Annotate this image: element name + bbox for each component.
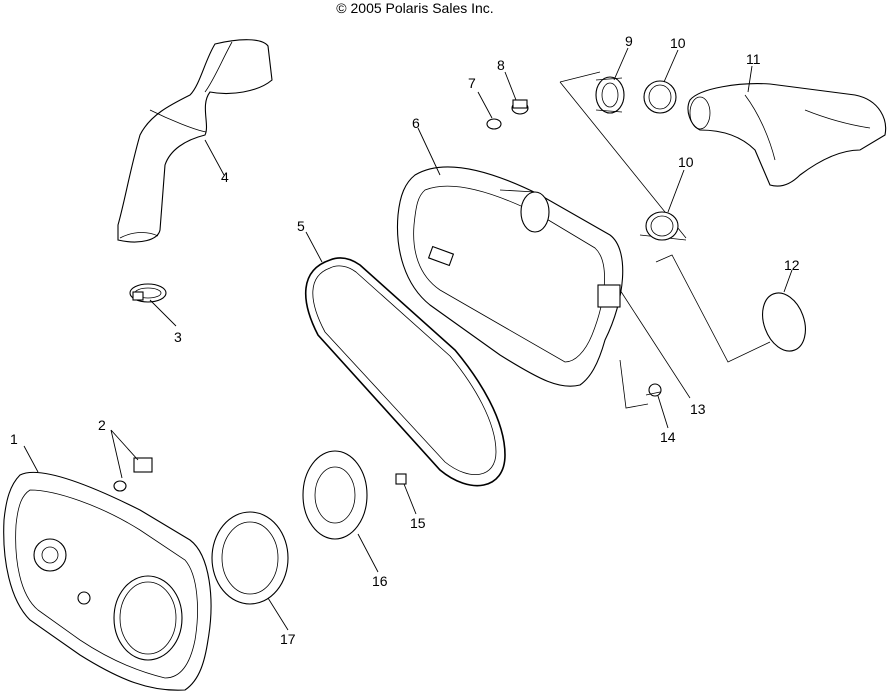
callout-4: 4 xyxy=(221,169,229,185)
part-15-bolt xyxy=(395,473,407,485)
part-14-screw xyxy=(619,359,662,409)
part-11-air-duct xyxy=(687,83,887,187)
callout-2: 2 xyxy=(98,417,106,433)
callout-12: 12 xyxy=(784,257,800,273)
part-12-seal xyxy=(762,292,806,352)
callout-15: 15 xyxy=(410,515,426,531)
part-13-leader-line xyxy=(619,289,691,399)
part-8-plug xyxy=(511,99,529,115)
part-16-plate xyxy=(302,450,368,540)
leader-lines xyxy=(23,47,793,631)
part-10-clamp-lower xyxy=(645,211,679,241)
part-17-seal-ring xyxy=(211,511,289,605)
callout-14: 14 xyxy=(660,429,676,445)
callout-13: 13 xyxy=(690,401,706,417)
callout-8: 8 xyxy=(497,57,505,73)
part-12-bracket xyxy=(655,254,771,363)
callout-16: 16 xyxy=(372,573,388,589)
callout-10-upper: 10 xyxy=(670,35,686,51)
callout-9: 9 xyxy=(625,33,633,49)
callout-7: 7 xyxy=(468,75,476,91)
callout-10-lower: 10 xyxy=(678,154,694,170)
part-10-clamp-upper xyxy=(643,80,677,114)
part-4-intake-hose xyxy=(117,39,273,243)
callout-3: 3 xyxy=(174,329,182,345)
part-5-drive-belt xyxy=(304,257,506,487)
callout-5: 5 xyxy=(297,218,305,234)
part-1-clutch-cover-inner xyxy=(3,471,212,691)
part-7-o-ring xyxy=(486,118,502,130)
callout-6: 6 xyxy=(412,115,420,131)
part-3-hose-clamp xyxy=(129,283,167,303)
callout-17: 17 xyxy=(280,631,296,647)
callout-1: 1 xyxy=(10,431,18,447)
callout-11: 11 xyxy=(746,51,761,67)
part-2-bolt-and-washer xyxy=(110,429,153,492)
part-6-clutch-cover-outer xyxy=(396,166,624,387)
part-9-boot xyxy=(595,76,625,114)
copyright-notice: © 2005 Polaris Sales Inc. xyxy=(336,0,494,16)
